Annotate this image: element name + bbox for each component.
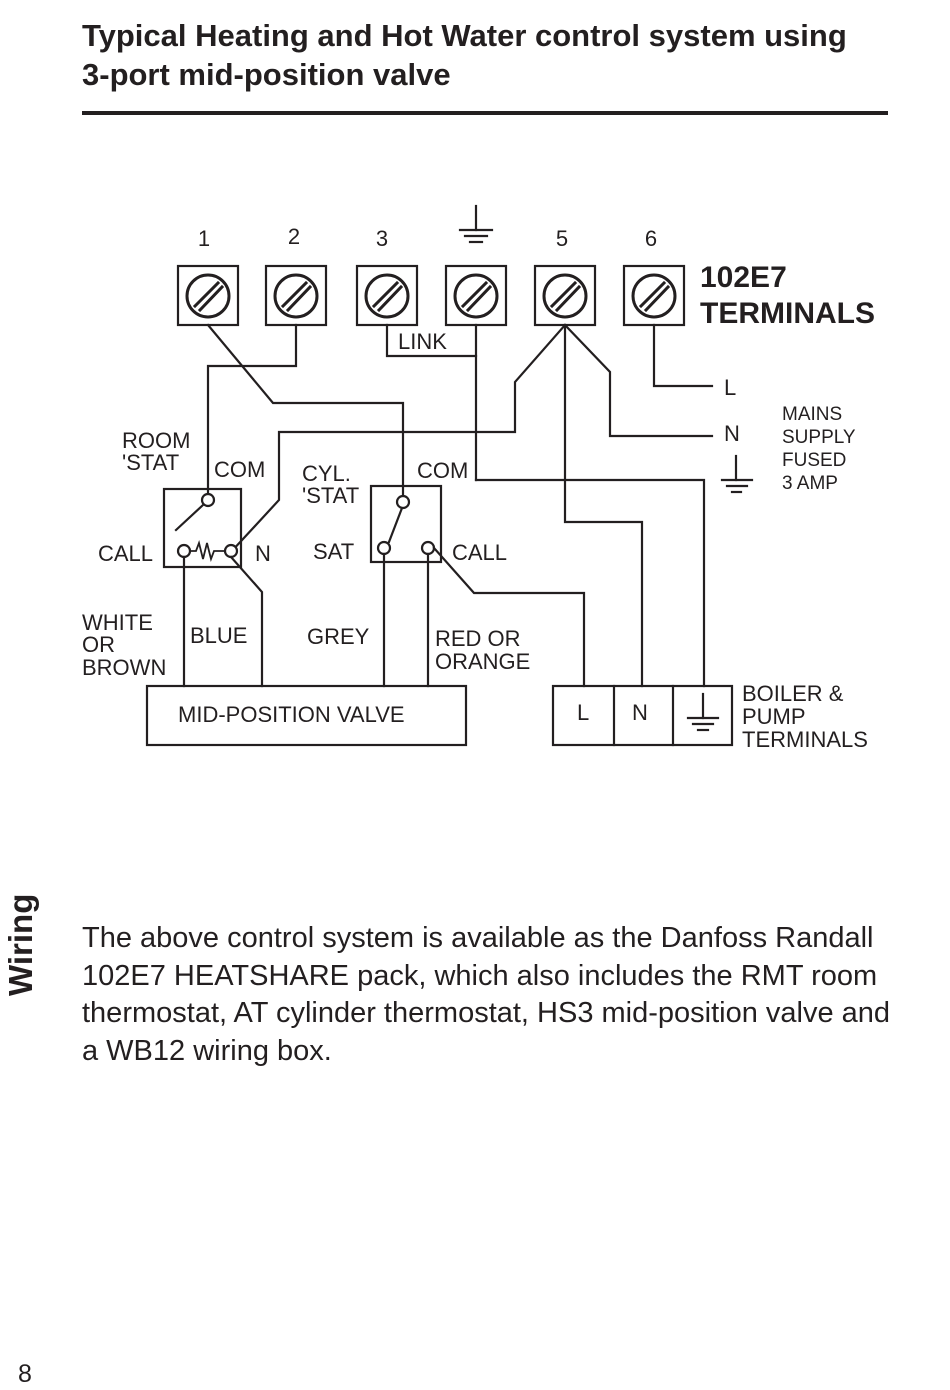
boiler-label-line1: BOILER & — [742, 681, 844, 706]
wire-red-label-line2: ORANGE — [435, 649, 530, 674]
section-tab-wiring: Wiring — [2, 893, 39, 996]
wire-t5-mains-n — [563, 323, 714, 438]
terminal-number-1: 1 — [198, 226, 210, 251]
terminal-block-label-line1: 102E7 — [700, 261, 787, 294]
boiler-terminal-block — [551, 684, 734, 747]
cyl-stat-sat: SAT — [313, 539, 354, 564]
title-rule — [82, 111, 888, 115]
cyl-stat-label-line1: CYL. — [302, 461, 351, 486]
room-stat-label-line1: ROOM — [122, 428, 190, 453]
wire-t2-room-com — [206, 323, 298, 499]
link-label: LINK — [398, 329, 447, 354]
wire-blue-label: BLUE — [190, 623, 247, 648]
room-stat-box — [162, 487, 243, 569]
terminal-6 — [622, 264, 686, 327]
wire-t5-boiler-n — [563, 323, 644, 688]
mains-line3: FUSED — [782, 450, 846, 471]
wiring-diagram: 1 2 3 5 6 102E7 TERMINALS LINK ROOM 'STA… — [82, 204, 875, 752]
mains-line2: SUPPLY — [782, 427, 856, 448]
room-stat-label-line2: 'STAT — [122, 450, 179, 475]
boiler-label-line2: PUMP — [742, 704, 806, 729]
terminal-block-label-line2: TERMINALS — [700, 297, 875, 330]
cyl-stat-label-line2: 'STAT — [302, 483, 359, 508]
terminal-number-3: 3 — [376, 226, 388, 251]
terminal-number-5: 5 — [556, 226, 568, 251]
wire-grey-label: GREY — [307, 624, 370, 649]
wire-t5-room-n — [229, 323, 567, 554]
terminal-number-2: 2 — [288, 224, 300, 249]
mains-earth-icon — [720, 454, 754, 494]
mains-line1: MAINS — [782, 404, 842, 425]
heater-resistor-icon — [189, 539, 226, 563]
room-stat-com: COM — [214, 457, 265, 482]
room-stat-call: CALL — [98, 541, 153, 566]
terminal-3 — [355, 264, 419, 327]
terminal-5 — [533, 264, 597, 327]
cyl-stat-call: CALL — [452, 540, 507, 565]
mid-position-valve-box — [145, 684, 468, 747]
terminal-2 — [264, 264, 328, 327]
mains-l-label: L — [724, 375, 736, 400]
body-paragraph: The above control system is available as… — [82, 922, 891, 1067]
title-line-2: 3-port mid-position valve — [82, 57, 451, 92]
mains-line4: 3 AMP — [782, 473, 838, 494]
boiler-n-label: N — [632, 700, 648, 725]
wire-blue — [229, 555, 264, 688]
wire-t6-mains-l — [652, 323, 714, 388]
wire-t1-cyl-com — [206, 323, 405, 499]
wire-red-label-line1: RED OR — [435, 626, 521, 651]
page-number: 8 — [18, 1360, 32, 1388]
wire-cyl-call-boiler-l — [432, 546, 586, 688]
room-stat-n: N — [255, 541, 271, 566]
wire-earth-boiler — [474, 478, 706, 688]
cyl-stat-com: COM — [417, 458, 468, 483]
title-line-1: Typical Heating and Hot Water control sy… — [82, 18, 847, 53]
cyl-stat-box — [369, 484, 443, 564]
terminal-number-6: 6 — [645, 226, 657, 251]
wire-white-label-line3: BROWN — [82, 655, 166, 680]
boiler-earth-icon — [686, 692, 720, 732]
link-wire — [385, 323, 478, 358]
wire-white-label-line1: WHITE — [82, 610, 153, 635]
terminal-1 — [176, 264, 240, 327]
wire-white-label-line2: OR — [82, 632, 115, 657]
boiler-l-label: L — [577, 700, 589, 725]
boiler-label-line3: TERMINALS — [742, 727, 868, 752]
terminal-earth — [444, 264, 508, 327]
mains-n-label: N — [724, 421, 740, 446]
valve-label: MID-POSITION VALVE — [178, 702, 405, 727]
earth-symbol-top-icon — [458, 204, 494, 244]
page-title: Typical Heating and Hot Water control sy… — [82, 16, 902, 94]
